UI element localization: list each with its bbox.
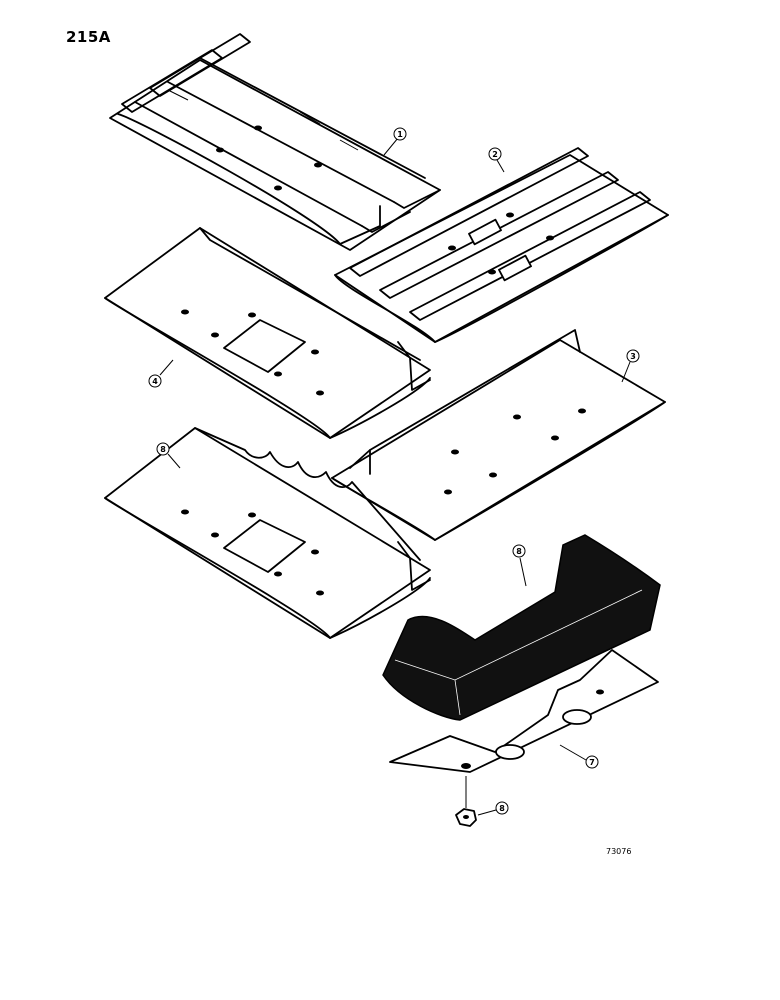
single-grouser-shoe-3 xyxy=(331,329,666,541)
callout-7: 7 xyxy=(559,744,599,769)
single-grouser-shoe-4 xyxy=(104,227,431,439)
mounting-plate xyxy=(389,649,659,773)
page-number: 215A xyxy=(66,28,111,46)
callout-5-label: 8 xyxy=(160,445,166,454)
callout-1: 1 xyxy=(383,127,407,156)
triple-grouser-shoe-2 xyxy=(334,147,669,343)
callout-8: 8 xyxy=(477,801,509,816)
triple-grouser-shoe-1 xyxy=(109,33,441,251)
scalloped-grouser-shoe xyxy=(104,427,431,639)
callout-2: 2 xyxy=(488,147,505,173)
callout-3-label: 3 xyxy=(630,352,636,361)
callout-7-label: 7 xyxy=(589,758,595,767)
callout-8-label: 8 xyxy=(499,804,505,813)
callout-2-label: 2 xyxy=(492,150,498,159)
callout-4-label: 4 xyxy=(152,377,158,386)
callout-1-label: 1 xyxy=(397,130,403,139)
callout-6-label: 8 xyxy=(516,547,522,556)
callout-5: 8 xyxy=(156,442,181,469)
figure-code: 73076 xyxy=(606,847,632,856)
callout-3: 3 xyxy=(621,349,640,383)
nut xyxy=(455,776,477,827)
rubber-pad xyxy=(382,534,661,721)
callout-4: 4 xyxy=(148,359,174,388)
callout-6: 8 xyxy=(512,544,527,587)
